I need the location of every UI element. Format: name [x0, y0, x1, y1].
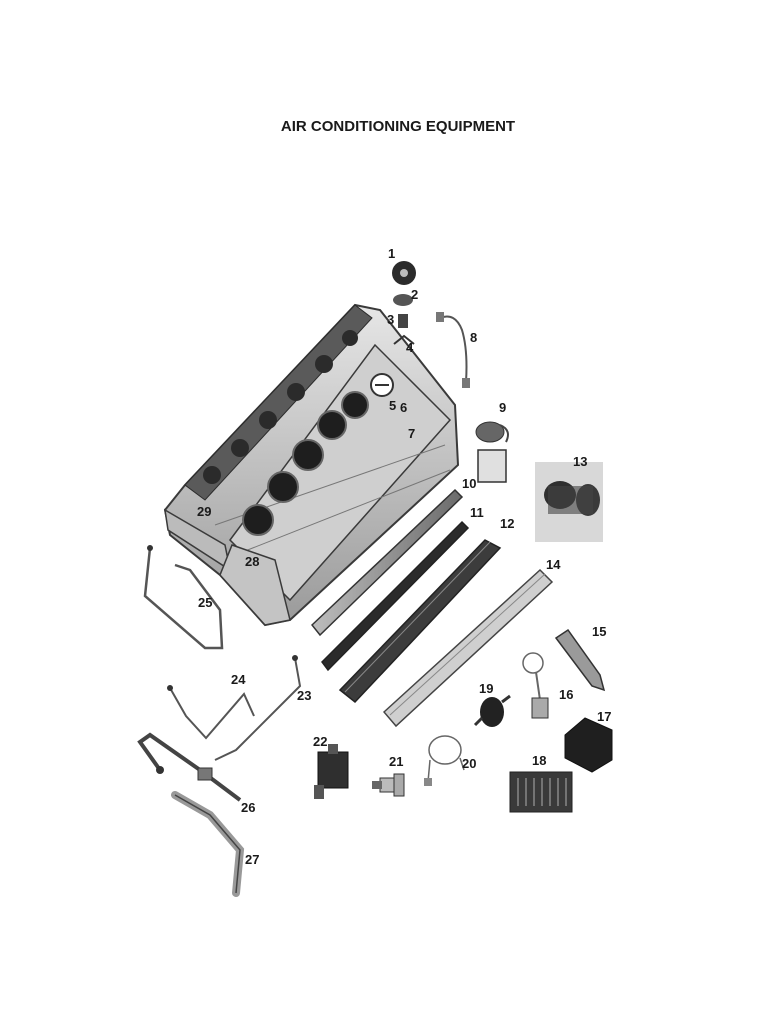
label-29: 29	[197, 504, 211, 519]
label-21: 21	[389, 754, 403, 769]
rail-icon	[321, 520, 470, 672]
vent-grille-icon	[370, 373, 394, 397]
label-13: 13	[573, 454, 587, 469]
label-19: 19	[479, 681, 493, 696]
blower-unit-icon	[535, 462, 603, 542]
page-title: AIR CONDITIONING EQUIPMENT	[280, 118, 516, 135]
label-27: 27	[245, 852, 259, 867]
label-8: 8	[470, 330, 477, 345]
cover-strip-icon	[382, 568, 554, 728]
refrigerant-line-icon	[214, 655, 302, 761]
receiver-drier-icon	[473, 694, 511, 727]
label-15: 15	[592, 624, 606, 639]
bracket-icon	[393, 334, 415, 345]
refrigerant-hose-icon	[143, 545, 224, 650]
fan-blade-icon	[393, 294, 413, 306]
label-9: 9	[499, 400, 506, 415]
pressure-switch-icon	[372, 773, 405, 797]
label-25: 25	[198, 595, 212, 610]
control-panel-icon	[509, 771, 573, 813]
control-module-icon	[564, 717, 613, 773]
expansion-valve-icon	[522, 652, 549, 719]
actuator-motor-icon	[475, 421, 509, 483]
label-3: 3	[387, 312, 394, 327]
label-26: 26	[241, 800, 255, 815]
label-23: 23	[297, 688, 311, 703]
label-2: 2	[411, 287, 418, 302]
label-17: 17	[597, 709, 611, 724]
label-1: 1	[388, 246, 395, 261]
relay-box-icon	[314, 744, 349, 799]
label-6: 6	[400, 400, 407, 415]
label-10: 10	[462, 476, 476, 491]
label-5: 5	[389, 398, 396, 413]
label-12: 12	[500, 516, 514, 531]
hose-assembly-icon	[137, 732, 242, 802]
label-16: 16	[559, 687, 573, 702]
label-24: 24	[231, 672, 246, 687]
label-18: 18	[532, 753, 546, 768]
label-28: 28	[245, 554, 259, 569]
hose-pipe-icon	[171, 791, 245, 897]
sensor-probe-icon	[436, 312, 470, 388]
label-4: 4	[406, 340, 414, 355]
wire-harness-icon	[424, 735, 465, 786]
label-14: 14	[546, 557, 561, 572]
mounting-bracket-icon	[554, 628, 606, 692]
label-11: 11	[470, 505, 484, 520]
motor-mount-icon	[398, 314, 408, 328]
vent-row	[242, 391, 369, 536]
part-number-labels: 1 2 3 4 5 6 7 8 9 10 11 12 13 14 15 16 1…	[197, 246, 611, 867]
air-duct-icon	[338, 539, 502, 704]
label-7: 7	[408, 426, 415, 441]
label-20: 20	[462, 756, 476, 771]
label-22: 22	[313, 734, 327, 749]
nozzle-row	[203, 330, 358, 484]
fan-impeller-icon	[392, 261, 416, 285]
refrigerant-line-icon	[167, 685, 255, 740]
rail-icon	[310, 488, 464, 637]
